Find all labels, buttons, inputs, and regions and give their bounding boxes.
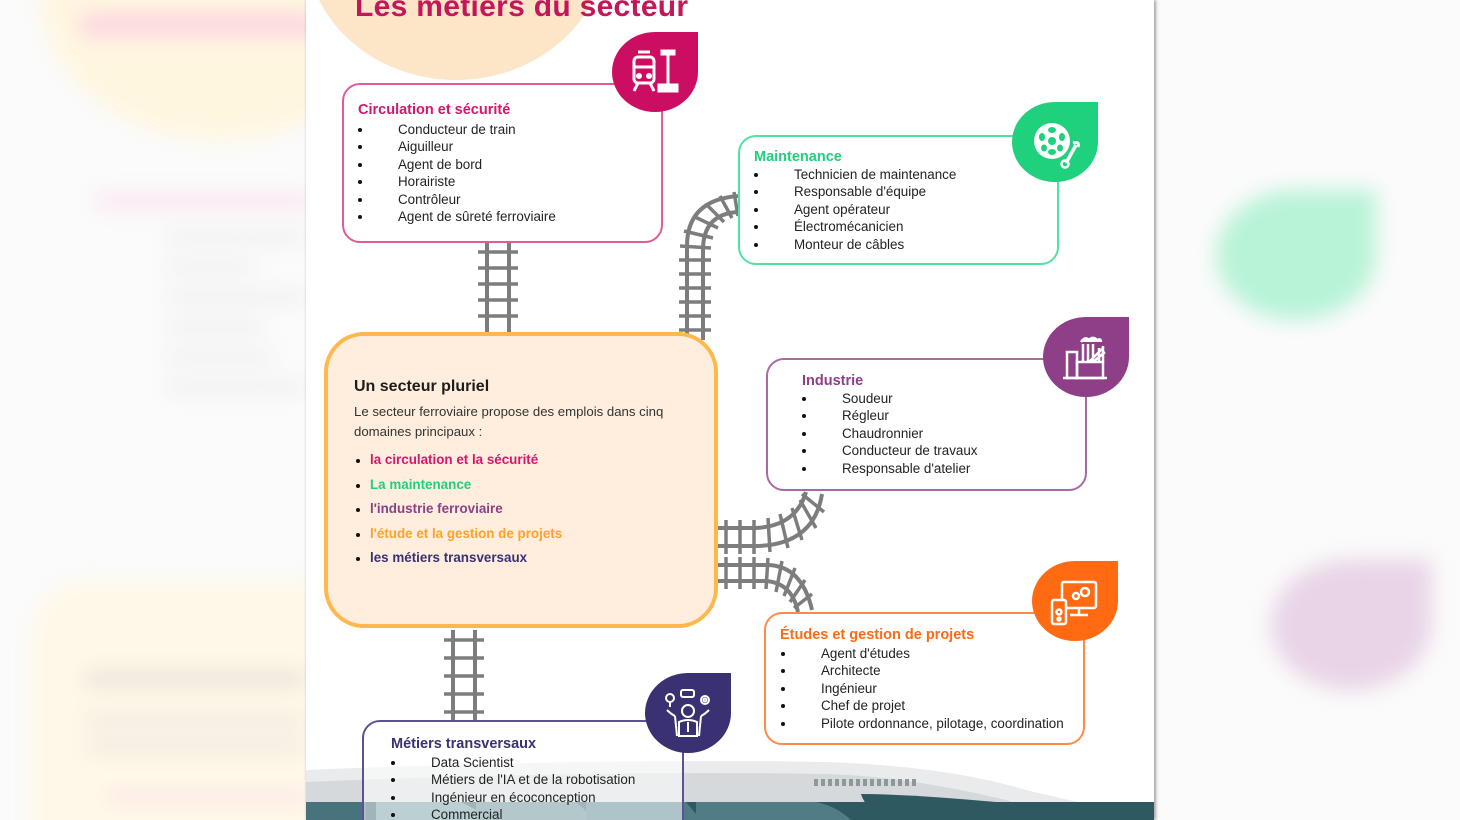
domain-item-maintenance: La maintenance xyxy=(354,473,562,498)
center-title: Un secteur pluriel xyxy=(354,378,490,395)
list-item: Horairiste xyxy=(358,173,556,190)
list-item: Aiguilleur xyxy=(358,138,556,155)
domain-item-transversaux: les métiers transversaux xyxy=(354,546,562,571)
card-title: Métiers transversaux xyxy=(391,736,537,752)
document-page: Les métiers du secteur xyxy=(306,0,1154,820)
center-description: Le secteur ferroviaire propose des emplo… xyxy=(354,404,664,439)
card-title: Maintenance xyxy=(754,149,842,165)
job-list: Technicien de maintenance Responsable d'… xyxy=(754,166,956,253)
railway-tracks-decoration xyxy=(444,191,826,722)
domain-item-circulation: la circulation et la sécurité xyxy=(354,448,562,473)
job-list: Soudeur Régleur Chaudronnier Conducteur … xyxy=(802,390,977,477)
card-circulation-securite: Circulation et sécurité Conducteur de tr… xyxy=(342,83,663,243)
list-item: Ingénieur xyxy=(781,680,1064,697)
list-item: Agent de bord xyxy=(358,156,556,173)
card-industrie: Industrie Soudeur Régleur Chaudronnier C… xyxy=(766,358,1087,491)
list-item: Agent opérateur xyxy=(754,201,956,218)
list-item: Métiers de l'IA et de la robotisation xyxy=(391,771,635,788)
list-item: Contrôleur xyxy=(358,191,556,208)
job-list: Conducteur de train Aiguilleur Agent de … xyxy=(358,121,556,225)
list-item: Régleur xyxy=(802,407,977,424)
list-item: Responsable d'atelier xyxy=(802,460,977,477)
list-item: Conducteur de travaux xyxy=(802,442,977,459)
domain-item-industrie: l'industrie ferroviaire xyxy=(354,497,562,522)
card-etudes-gestion-projets: Études et gestion de projets Agent d'étu… xyxy=(764,612,1085,745)
card-maintenance: Maintenance Technicien de maintenance Re… xyxy=(738,135,1059,265)
list-item: Data Scientist xyxy=(391,754,635,771)
backdrop-right xyxy=(1156,0,1460,820)
backdrop-left xyxy=(0,0,450,820)
domain-list: la circulation et la sécurité La mainten… xyxy=(354,448,562,571)
list-item: Technicien de maintenance xyxy=(754,166,956,183)
list-item: Monteur de câbles xyxy=(754,236,956,253)
list-item: Soudeur xyxy=(802,390,977,407)
list-item: Architecte xyxy=(781,662,1064,679)
list-item: Agent d'études xyxy=(781,645,1064,662)
job-list: Agent d'études Architecte Ingénieur Chef… xyxy=(781,645,1064,732)
card-title: Études et gestion de projets xyxy=(780,627,975,643)
train-signal-icon xyxy=(612,32,698,112)
list-item: Ingénieur en écoconception xyxy=(391,789,635,806)
factory-icon xyxy=(1043,317,1129,397)
card-title: Circulation et sécurité xyxy=(358,102,511,118)
domain-item-etudes: l'étude et la gestion de projets xyxy=(354,522,562,547)
list-item: Responsable d'équipe xyxy=(754,183,956,200)
list-item: Électromécanicien xyxy=(754,218,956,235)
list-item: Chaudronnier xyxy=(802,425,977,442)
list-item: Chef de projet xyxy=(781,697,1064,714)
list-item: Agent de sûreté ferroviaire xyxy=(358,208,556,225)
page-title: Les métiers du secteur xyxy=(355,0,689,23)
job-list: Data Scientist Métiers de l'IA et de la … xyxy=(391,754,635,820)
person-ideas-icon xyxy=(645,673,731,753)
card-title: Industrie xyxy=(802,373,864,389)
card-metiers-transversaux: Métiers transversaux Data Scientist Méti… xyxy=(362,720,684,820)
computer-devices-icon xyxy=(1032,561,1118,641)
list-item: Pilote ordonnance, pilotage, coordinatio… xyxy=(781,715,1064,732)
list-item: Commercial xyxy=(391,806,635,820)
wheel-wrench-icon xyxy=(1012,102,1098,182)
list-item: Conducteur de train xyxy=(358,121,556,138)
center-card-secteur-pluriel: Un secteur pluriel Le secteur ferroviair… xyxy=(324,332,718,628)
